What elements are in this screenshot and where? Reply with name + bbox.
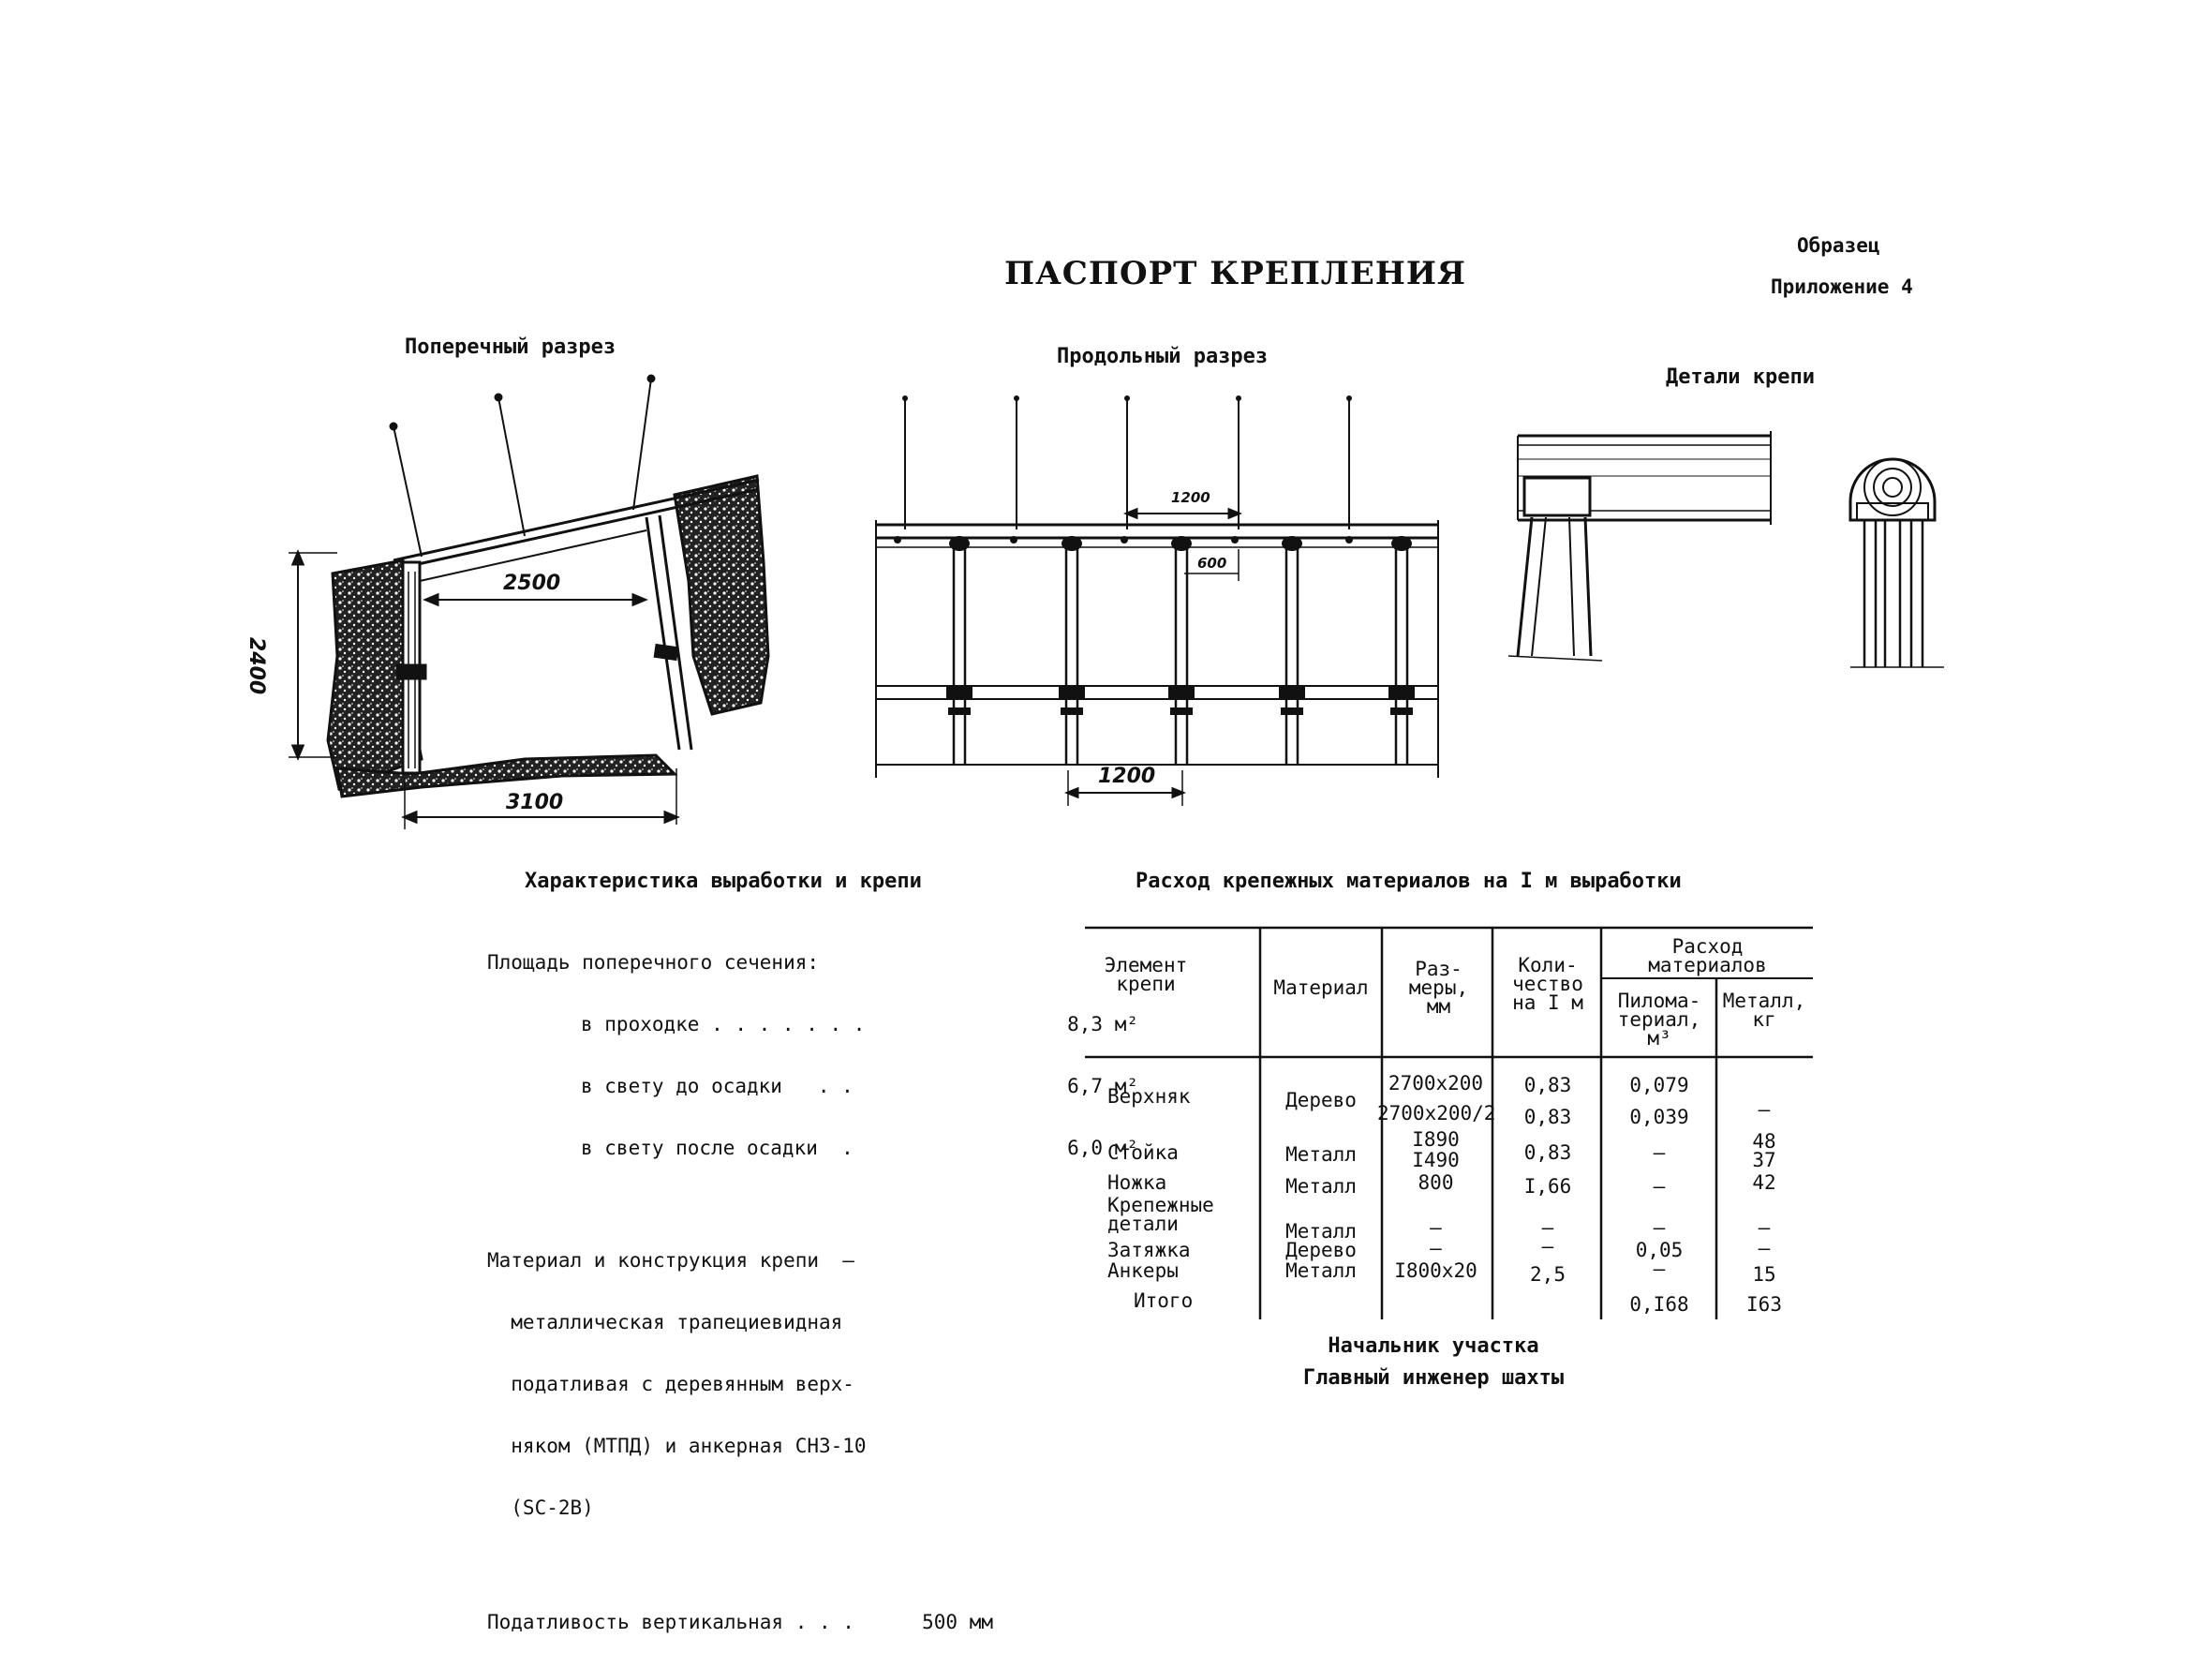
table-cell-lumber: – [1653,1258,1666,1280]
table-cell-total-metal: I63 [1746,1293,1782,1316]
table-cell-element: Крепежные детали [1107,1194,1214,1235]
table-cell-size: 2700x200 [1388,1072,1484,1095]
material-line: металлическая трапециевидная [487,1311,843,1333]
table-cell-size: 2700x200/2 [1377,1102,1496,1124]
table-cell-material: Металл [1285,1259,1357,1282]
table-cell-element: Затяжка [1107,1239,1191,1261]
cross-dim-bottom: 3100 [506,791,564,814]
long-dim-top: 1200 [1171,489,1210,506]
header-lumber: Пилома- териал, м³ [1617,990,1701,1050]
table-cell-element: Верхняк [1107,1085,1191,1108]
table-cell-material: Металл [1285,1175,1357,1198]
header-size: Раз- меры, мм [1408,958,1469,1018]
table-cell-lumber: – [1653,1141,1666,1164]
cross-section-drawing [289,374,770,829]
signature-chief: Начальник участка [1328,1334,1539,1358]
details-caption: Детали крепи [1666,365,1815,389]
material-line: няком (МТПД) и анкерная СНЗ-10 [487,1435,867,1457]
header-usage: Расход материалов [1648,935,1767,976]
table-cell-material: Дерево [1285,1089,1357,1111]
area-row: в свету после осадки . 6,0 м² [581,1137,1138,1159]
longitudinal-section-caption: Продольный разрез [1057,345,1269,368]
table-cell-qty: – [1541,1235,1554,1258]
header-material: Материал [1273,976,1369,999]
table-cell-lumber: 0,079 [1629,1074,1689,1096]
table-cell-qty: 0,83 [1523,1074,1572,1096]
long-dim-small: 600 [1197,555,1227,572]
table-cell-metal: – [1758,1098,1771,1121]
longitudinal-section-drawing [875,395,1439,806]
header-element: Элемент крепи [1104,954,1188,995]
table-cell-qty: I,66 [1523,1175,1572,1198]
cross-dim-top: 2500 [503,572,561,595]
table-cell-size: I490 [1412,1149,1460,1171]
characteristics-block: Площадь поперечного сечения: в проходке … [487,911,1138,1653]
characteristics-heading: Характеристика выработки и крепи [525,870,922,893]
table-cell-material: Металл [1285,1143,1357,1166]
cross-section-caption: Поперечный разрез [405,335,616,359]
area-label: Площадь поперечного сечения: [487,951,820,974]
table-cell-metal: 42 [1752,1171,1776,1194]
consumption-table-grid [1085,926,1813,1319]
table-cell-size: – [1430,1237,1442,1259]
material-line: (SC-2B) [487,1497,594,1519]
table-cell-qty: 0,83 [1523,1106,1572,1128]
drawings-canvas [289,374,1944,1319]
material-line: податливая с деревянным верх- [487,1373,854,1395]
sample-label: Образец [1797,234,1880,257]
table-cell-total-lumber: 0,I68 [1629,1293,1689,1316]
table-cell-lumber: – [1653,1216,1666,1239]
table-cell-lumber: 0,039 [1629,1106,1689,1128]
table-cell-element: Стойка [1107,1141,1179,1164]
header-qty: Коли- чество на I м [1512,954,1583,1014]
table-cell-metal: 48 [1752,1130,1776,1153]
cross-dim-height: 2400 [245,637,268,695]
table-cell-qty: 0,83 [1523,1141,1572,1164]
signature-engineer: Главный инженер шахты [1302,1366,1565,1390]
table-cell-size: 800 [1418,1171,1454,1194]
table-cell-lumber: – [1653,1175,1666,1198]
details-drawing [1507,431,1944,668]
appendix-label: Приложение 4 [1771,276,1913,298]
table-cell-size: I800x20 [1394,1259,1477,1282]
area-row: в свету до осадки . . 6,7 м² [581,1075,1138,1097]
consumption-heading: Расход крепежных материалов на I м выраб… [1136,870,1682,893]
long-dim-bottom: 1200 [1098,765,1156,788]
table-cell-qty: – [1541,1216,1554,1239]
table-cell-lumber: 0,05 [1635,1239,1684,1261]
flex-row: Податливость вертикальная . . . 500 мм [487,1611,993,1633]
table-cell-metal: 15 [1752,1263,1776,1286]
material-line: Материал и конструкция крепи – [487,1249,854,1272]
table-cell-metal: – [1758,1237,1771,1259]
table-cell-material: Дерево [1285,1239,1357,1261]
table-cell-metal: 37 [1752,1149,1776,1171]
header-metal: Металл, кг [1722,990,1806,1031]
page-title: ПАСПОРТ КРЕПЛЕНИЯ [1004,255,1467,292]
table-cell-metal: – [1758,1216,1771,1239]
table-cell-element: Ножка [1107,1171,1167,1194]
table-cell-material: Металл [1285,1220,1357,1243]
table-cell-qty: 2,5 [1530,1263,1566,1286]
table-cell-size: I890 [1412,1128,1460,1151]
table-cell-total-label: Итого [1134,1289,1194,1312]
area-row: в проходке . . . . . . . 8,3 м² [581,1013,1138,1035]
table-cell-size: – [1430,1216,1442,1239]
table-cell-element: Анкеры [1107,1259,1179,1282]
